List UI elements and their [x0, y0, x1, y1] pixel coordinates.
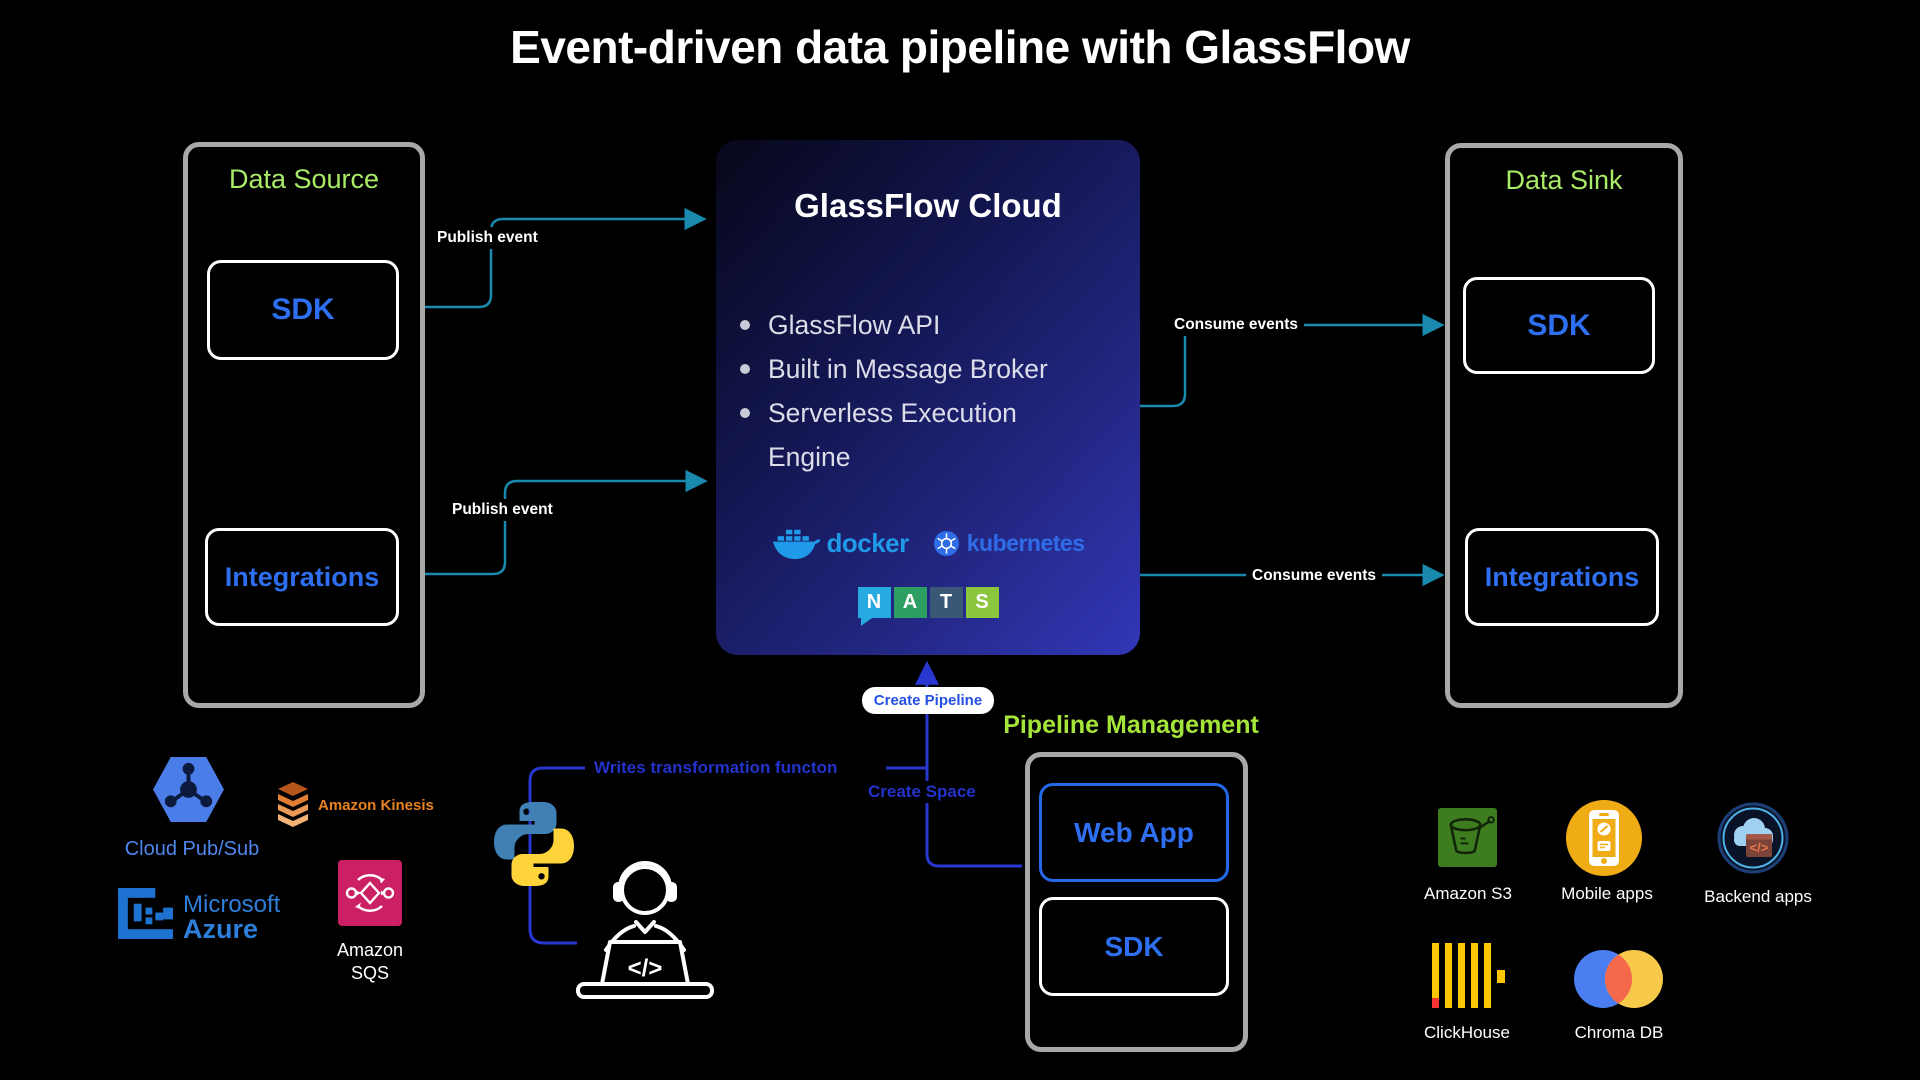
data-source-integrations-box: Integrations — [205, 528, 399, 626]
kubernetes-label: kubernetes — [966, 530, 1085, 556]
cloud-pubsub-label: Cloud Pub/Sub — [124, 838, 260, 860]
create-pipeline-wire — [915, 660, 1022, 868]
svg-text:</>: </> — [1750, 840, 1769, 855]
docker-label: docker — [826, 528, 910, 558]
svg-text:</>: </> — [628, 955, 663, 982]
data-source-title: Data Source — [228, 164, 380, 194]
data-sink-integrations-box: Integrations — [1465, 528, 1659, 626]
consume-events-label-top: Consume events — [1168, 314, 1305, 336]
nats-letter-a: A — [893, 587, 927, 618]
backend-apps-label: Backend apps — [1704, 887, 1812, 906]
bullet-icon — [740, 408, 750, 418]
docker-logo: docker — [772, 527, 909, 560]
mobile-apps-icon — [1566, 800, 1642, 876]
data-sink-box: Data Sink SDK Integrations — [1445, 143, 1683, 708]
microsoft-label: Microsoft — [183, 891, 281, 918]
container-tech-row: docker kubernetes — [716, 527, 1140, 560]
create-space-label: Create Space — [863, 781, 981, 803]
amazon-kinesis-icon — [278, 782, 308, 827]
chroma-db-icon — [1574, 950, 1663, 1008]
mobile-apps-label: Mobile apps — [1561, 884, 1653, 903]
create-pipeline-button[interactable]: Create Pipeline — [862, 687, 994, 714]
chroma-db-label: Chroma DB — [1574, 1023, 1664, 1042]
python-icon — [494, 802, 574, 886]
feature-item: Built in Message Broker — [740, 347, 1092, 391]
developer-icon: </> — [576, 861, 714, 999]
consume-events-label-bottom: Consume events — [1246, 565, 1383, 587]
data-source-sdk-box: SDK — [207, 260, 399, 360]
nats-logo: N A T S — [716, 587, 1140, 626]
amazon-sqs-label-line1: Amazon — [336, 940, 404, 960]
data-sink-title: Data Sink — [1505, 165, 1623, 195]
cloud-pubsub-icon — [153, 756, 224, 823]
feature-item: Serverless Execution Engine — [740, 391, 1092, 479]
glassflow-cloud-box: GlassFlow Cloud GlassFlow API Built in M… — [716, 140, 1140, 655]
clickhouse-icon — [1432, 943, 1505, 1008]
feature-item: GlassFlow API — [740, 303, 1092, 347]
nats-letter-s: S — [965, 587, 999, 618]
nats-letter-n: N — [857, 587, 891, 626]
bullet-icon — [740, 364, 750, 374]
azure-label: Azure — [183, 914, 259, 944]
feature-label: GlassFlow API — [768, 310, 941, 340]
clickhouse-label: ClickHouse — [1424, 1023, 1510, 1042]
publish-event-label-top: Publish event — [431, 227, 544, 249]
publish-event-wire-bottom — [410, 469, 708, 576]
publish-event-wire-top — [410, 207, 707, 309]
amazon-s3-icon — [1438, 808, 1497, 867]
consume-events-wire-top — [1140, 313, 1445, 408]
nats-letter-t: T — [929, 587, 963, 618]
amazon-sqs-icon — [338, 860, 402, 926]
kubernetes-logo: kubernetes — [933, 530, 1085, 557]
feature-label: Built in Message Broker — [768, 354, 1048, 384]
pipeline-management-box: Web App SDK — [1025, 752, 1248, 1052]
amazon-s3-label: Amazon S3 — [1424, 884, 1512, 903]
data-sink-sdk-box: SDK — [1463, 277, 1655, 374]
docker-whale-icon — [772, 529, 820, 560]
publish-event-label-bottom: Publish event — [446, 499, 559, 521]
pipeline-management-title: Pipeline Management — [1003, 711, 1259, 739]
writes-transformation-label: Writes transformation functon — [589, 757, 843, 779]
web-app-box: Web App — [1039, 783, 1229, 882]
glassflow-cloud-title: GlassFlow Cloud — [794, 187, 1062, 224]
bullet-icon — [740, 320, 750, 330]
glassflow-feature-list: GlassFlow API Built in Message Broker Se… — [740, 303, 1092, 479]
microsoft-azure-icon — [118, 888, 173, 939]
kubernetes-wheel-icon — [933, 530, 959, 557]
page-title: Event-driven data pipeline with GlassFlo… — [510, 21, 1410, 73]
pipeline-sdk-box: SDK — [1039, 897, 1229, 996]
data-source-box: Data Source SDK Integrations — [183, 142, 425, 708]
amazon-sqs-label-line2: SQS — [350, 963, 389, 983]
feature-label: Serverless Execution Engine — [768, 398, 1017, 472]
amazon-kinesis-label: Amazon Kinesis — [318, 797, 434, 814]
backend-apps-icon: </> — [1717, 802, 1789, 874]
